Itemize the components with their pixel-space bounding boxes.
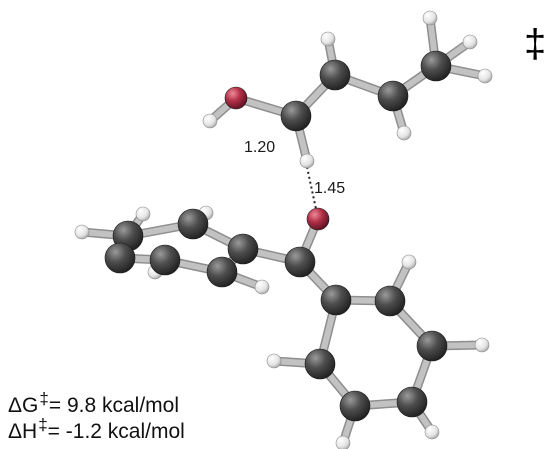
hydrogen-atom-h2: [299, 153, 315, 169]
hydrogen-atom-h16: [335, 435, 351, 449]
hydrogen-atom-h7: [462, 34, 478, 50]
gibbs-value: = 9.8 kcal/mol: [48, 394, 179, 417]
hydrogen-atom-h9: [135, 206, 151, 222]
hydrogen-atom-h1: [202, 113, 218, 129]
hydrogen-atom-h14: [474, 337, 490, 353]
gibbs-symbol: ΔG: [8, 394, 39, 417]
distance-label-ch: 1.20: [244, 139, 275, 156]
enthalpy-value: = -1.2 kcal/mol: [47, 420, 185, 443]
carbon-atom-c16: [339, 390, 371, 422]
carbon-atom-c13: [374, 285, 406, 317]
carbon-atom-c11: [206, 256, 238, 288]
carbon-atom-c7: [177, 208, 209, 240]
enthalpy-dagger: ‡: [38, 415, 48, 434]
hydrogen-atom-h15: [424, 424, 440, 440]
carbon-atom-c4: [420, 50, 452, 82]
atom-layer: [74, 10, 493, 449]
hydrogen-atom-h17: [266, 353, 282, 369]
hydrogen-atom-h13: [401, 254, 417, 270]
forming-h-o-contact: [306, 166, 317, 210]
distance-label-ho: 1.45: [314, 180, 345, 197]
hydrogen-atom-h4: [396, 125, 412, 141]
carbon-atom-c12: [320, 284, 352, 316]
carbon-atom-c3: [377, 80, 409, 112]
hydrogen-atom-h11: [254, 279, 270, 295]
hydrogen-atom-h8: [74, 224, 90, 240]
transition-state-dagger: ‡: [524, 22, 545, 66]
carbon-atom-c14: [416, 330, 448, 362]
hydrogen-bond-dotted-line: [306, 166, 317, 210]
carbon-atom-c9: [104, 242, 136, 274]
carbon-atom-c5: [284, 246, 316, 278]
carbon-atom-c15: [396, 386, 428, 418]
gibbs-dagger: ‡: [39, 389, 49, 408]
oxygen-atom-o1: [224, 86, 248, 110]
hydrogen-atom-h3: [320, 31, 336, 47]
hydrogen-atom-h6: [477, 68, 493, 84]
carbon-atom-c1: [280, 100, 312, 132]
enthalpy-symbol: ΔH: [8, 420, 38, 443]
enthalpy-line: ΔH‡= -1.2 kcal/mol: [8, 415, 185, 445]
carbon-atom-c6: [227, 233, 259, 265]
gibbs-energy-line: ΔG‡= 9.8 kcal/mol: [8, 389, 179, 419]
carbon-atom-c10: [149, 244, 181, 276]
carbon-atom-c17: [304, 348, 336, 380]
bond-layer: [77, 13, 490, 448]
carbon-atom-c2: [319, 59, 351, 91]
hydrogen-atom-h5: [422, 10, 438, 26]
oxygen-atom-o2: [306, 207, 330, 231]
